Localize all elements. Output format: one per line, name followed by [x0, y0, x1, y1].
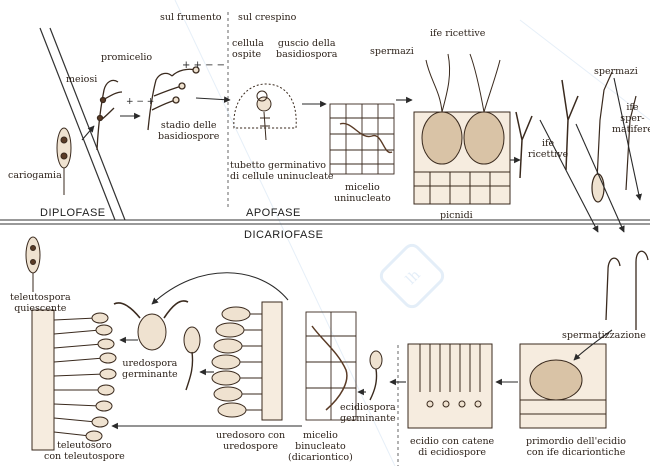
- telium-label: teleutosoro con teleutospore: [44, 440, 125, 462]
- teliospore-karyogamy: [57, 128, 71, 195]
- promicelio-label: promicelio: [101, 52, 152, 63]
- plus-minus-signs: + − +: [126, 97, 154, 107]
- svg-text:lh: lh: [403, 267, 424, 288]
- aecium: [408, 344, 492, 428]
- host-cell-label: cellula ospite: [232, 38, 264, 60]
- apofase-label: APOFASE: [246, 207, 301, 219]
- binucleate-mycelium-label: micelio binucleato (dicariontico): [288, 430, 353, 463]
- pycnidia-label: picnidi: [440, 210, 473, 221]
- spermatiferous-hyphae: [592, 72, 636, 202]
- telium: [32, 310, 116, 450]
- logo-icon: lh: [378, 242, 446, 310]
- spermatization-hyphae: [606, 251, 648, 330]
- germinating-aeciospore: [370, 351, 382, 400]
- spermatization-label: spermatizzazione: [562, 330, 646, 341]
- receptive-hyphae-label: ife ricettive: [430, 28, 485, 39]
- receptive-hyphae-right-label: ife ricettive: [528, 138, 568, 160]
- spermatia-label: spermazi: [370, 46, 414, 57]
- germinating-aeciospore-label: ecidiospora germinante: [340, 402, 396, 424]
- promycelium: [97, 80, 122, 150]
- uninucleate-mycelium: [330, 104, 394, 174]
- germ-tube-label: tubetto germinativo di cellule uninuclea…: [230, 160, 334, 182]
- basidiospore-shell-label: guscio della basidiospora: [276, 38, 337, 60]
- receptive-hyphae: [516, 80, 578, 178]
- uninucleate-mycelium-label: micelio uninucleato: [334, 182, 391, 204]
- pycnidia: [414, 54, 510, 204]
- basidiospore-stage-label: stadio delle basidiospore: [158, 120, 219, 142]
- aecium-primordium-label: primordio dell'ecidio con ife dicarionti…: [526, 436, 626, 458]
- cariogamia-label: cariogamia: [8, 170, 62, 181]
- host-wheat-label: sul frumento: [160, 12, 222, 23]
- uredinium: [212, 302, 282, 420]
- plus-minus-signs: + + − −: [182, 60, 225, 71]
- uredinium-label: uredosoro con uredospore: [216, 430, 285, 452]
- quiescent-teliospore: [26, 237, 40, 292]
- aecium-label: ecidio con catene di ecidiospore: [410, 436, 494, 458]
- spermatiferous-hyphae-label: ife sper- matifere: [612, 102, 650, 135]
- aecium-primordium: [520, 344, 606, 428]
- meiosi-label: meiosi: [66, 74, 97, 85]
- dicariofase-label: DICARIOFASE: [244, 229, 323, 241]
- host-barberry-label: sul crespino: [238, 12, 296, 23]
- quiescent-teliospore-label: teleutospora quiescente: [10, 292, 71, 314]
- spermatia-right-label: spermazi: [594, 66, 638, 77]
- diplofase-label: DIPLOFASE: [40, 207, 106, 219]
- germinating-urediniospore-label: uredospora germinante: [122, 358, 178, 380]
- host-cell-infection: [234, 84, 296, 140]
